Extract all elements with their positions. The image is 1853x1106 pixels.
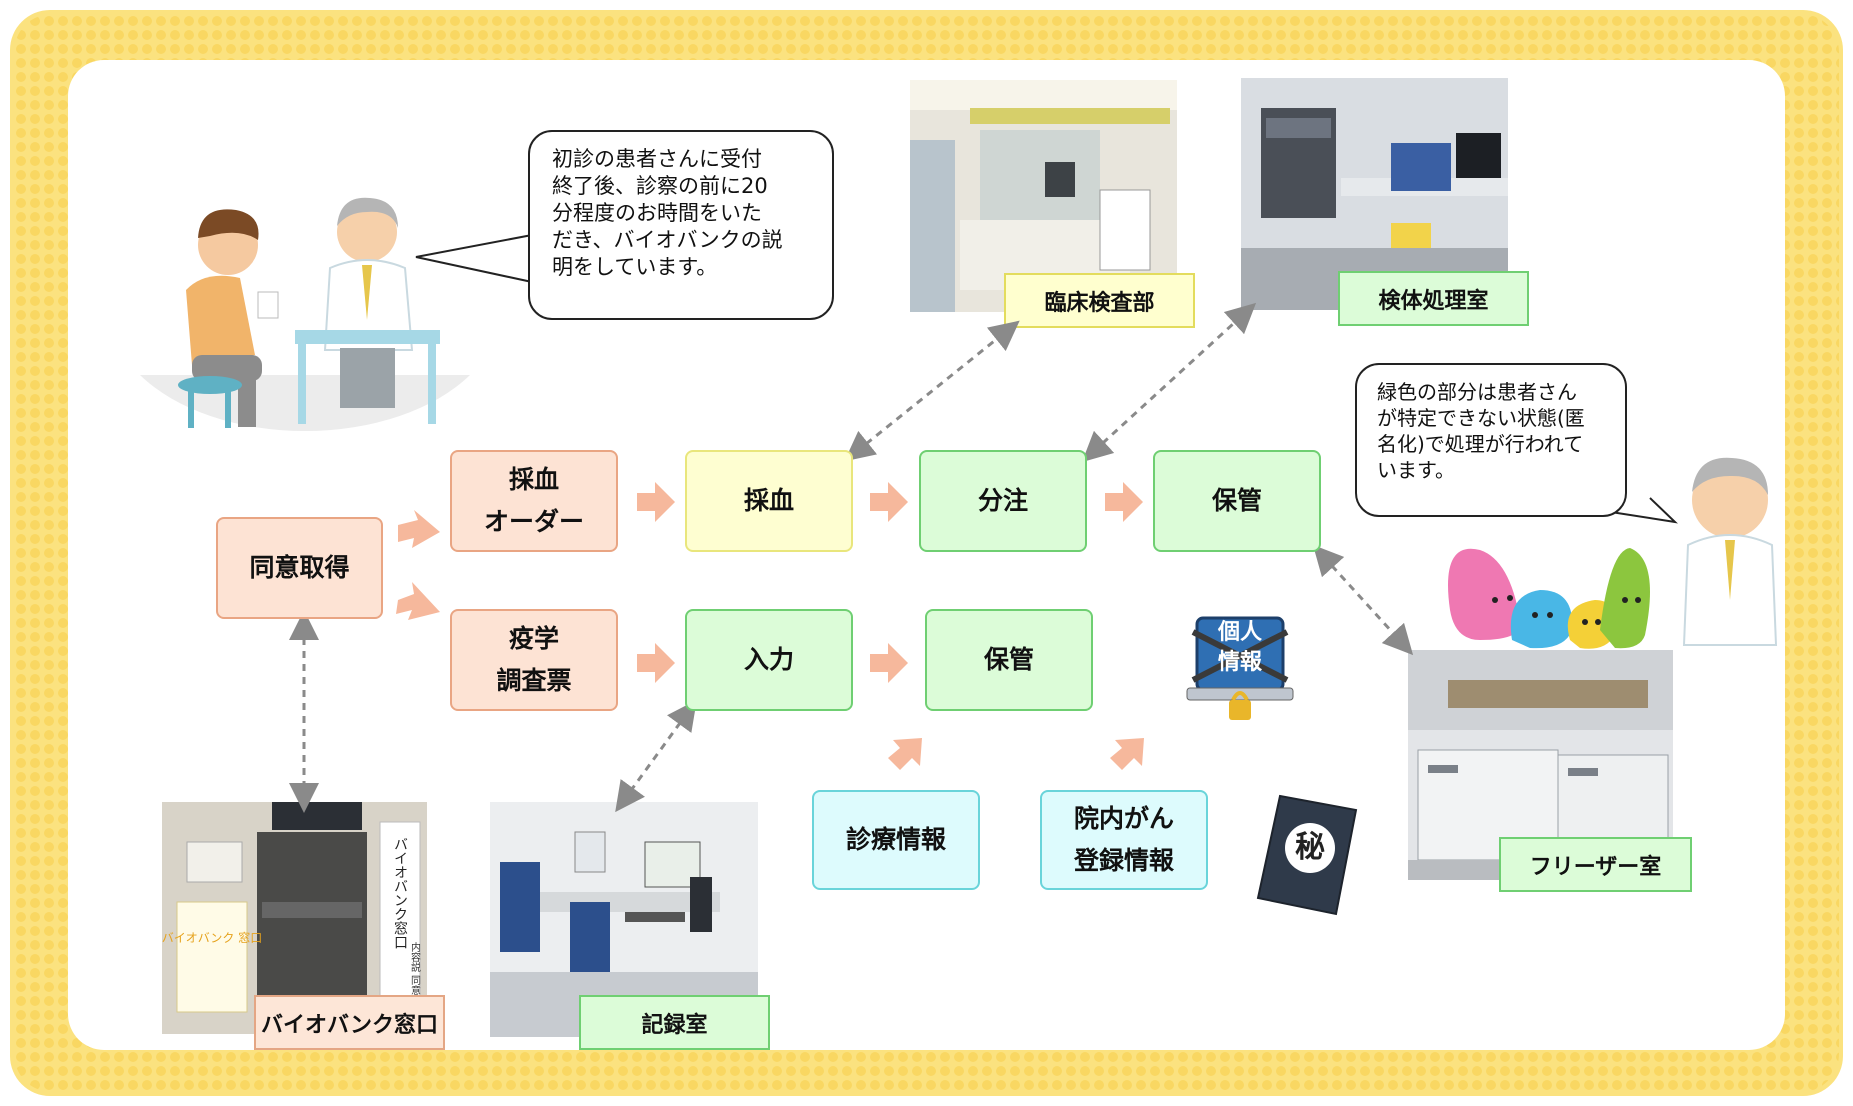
storage-bottom-box: 保管 (925, 609, 1093, 711)
doctor-speech-bubble: 初診の患者さんに受付 終了後、診察の前に20 分程度のお時間をいた だき、バイオ… (528, 130, 834, 320)
survey-box: 疫学 調査票 (450, 609, 618, 711)
arrow-cancer-to-storage (1110, 738, 1144, 770)
arrow-input-to-storage (870, 643, 908, 683)
medical-info-box: 診療情報 (812, 790, 980, 890)
window-sub-sign: 内容説 同意書 (409, 941, 421, 1005)
freezer-room-label: フリーザー室 (1499, 837, 1692, 892)
secret-mark-text: 秘 (1295, 830, 1325, 865)
arrow-blood-to-aliquot (870, 482, 908, 522)
secret-book-icon: 秘 (1252, 790, 1362, 920)
personal-info-lock-icon: 個人 情報 (1185, 612, 1295, 732)
blood-order-box: 採血 オーダー (450, 450, 618, 552)
storage-top-box: 保管 (1153, 450, 1321, 552)
personal-info-icon-text: 個人 情報 (1217, 620, 1262, 675)
aliquot-box: 分注 (919, 450, 1087, 552)
consent-box: 同意取得 (216, 517, 383, 619)
blood-draw-box: 採血 (685, 450, 853, 552)
arrow-aliquot-to-storage (1105, 482, 1143, 522)
connector-input-records (615, 699, 697, 813)
connector-aliquot-room (1081, 302, 1257, 463)
connector-blood-lab (844, 320, 1020, 462)
anonymization-speech-bubble: 緑色の部分は患者さん が特定できない状態(匿 名化)で処理が行われて います。 (1355, 363, 1627, 517)
window-poster-line-1: バイオバンク 窓口 (162, 930, 262, 945)
biobank-vertical-sign: バイオバンク窓口 (392, 837, 408, 949)
records-room-label: 記録室 (579, 995, 770, 1050)
cancer-registry-box: 院内がん 登録情報 (1040, 790, 1208, 890)
arrow-consent-to-order (398, 510, 440, 548)
biobank-window-label: バイオバンク窓口 (254, 995, 445, 1050)
arrow-medical-to-storage (888, 738, 922, 770)
arrow-consent-to-survey (396, 582, 440, 620)
input-box: 入力 (685, 609, 853, 711)
connector-storage-freezer (1312, 544, 1414, 656)
arrow-survey-to-input (637, 643, 675, 683)
freezer-room-photo (1408, 650, 1673, 880)
specimen-room-label: 検体処理室 (1338, 271, 1529, 326)
arrow-order-to-blood (637, 482, 675, 522)
